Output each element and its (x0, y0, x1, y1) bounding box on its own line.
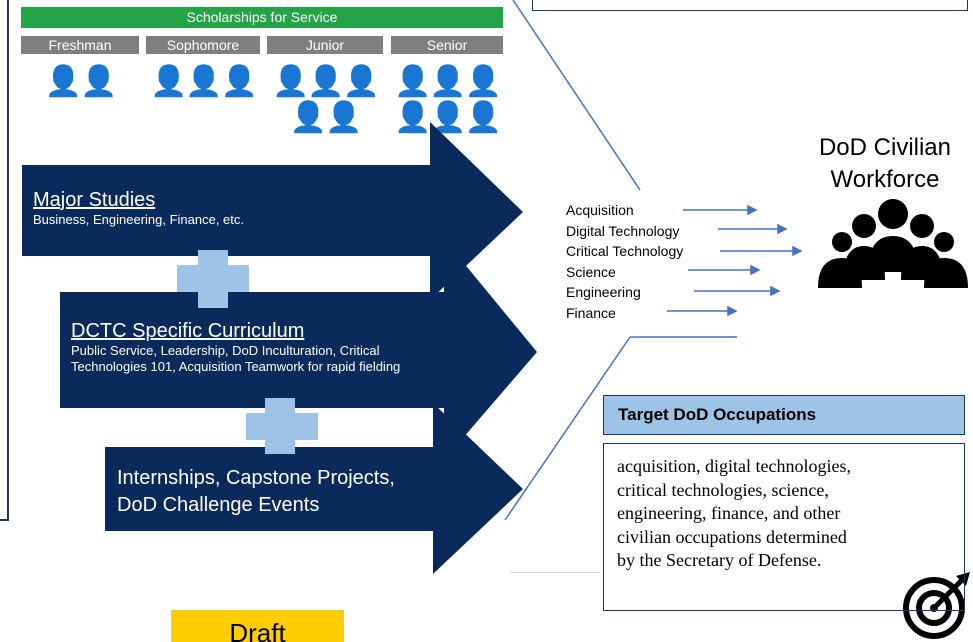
occupation-acquisition: Acquisition (566, 202, 634, 218)
divider-line (510, 572, 600, 573)
dctc-arrow (60, 239, 537, 460)
year-junior: Junior (267, 36, 383, 54)
draft-badge: Draft (171, 610, 344, 642)
sophomore-students-icon: 👤👤👤 (149, 65, 258, 98)
target-occupations-heading: Target DoD Occupations (603, 395, 965, 435)
occupation-digital-technology: Digital Technology (566, 222, 680, 239)
funnel-line-upper (512, 0, 641, 191)
senior-students-icon: 👤👤👤 👤👤👤 (393, 65, 502, 134)
funnel-line-right (533, 12, 645, 190)
target-line-3: engineering, finance, and other (617, 503, 841, 523)
top-text-box-partial (532, 0, 968, 11)
funnel-line-lower (504, 336, 631, 521)
internships-text: Internships, Capstone Projects, DoD Chal… (117, 465, 395, 519)
occupation-finance: Finance (566, 304, 616, 321)
target-icon (903, 572, 970, 639)
people-group-icon (818, 199, 968, 288)
plus-icon-1 (177, 250, 249, 308)
target-line-4: civilian occupations determined (617, 526, 847, 547)
major-studies-text: Major Studies Business, Engineering, Fin… (33, 189, 244, 228)
year-sophomore: Sophomore (146, 36, 260, 54)
target-line-5: by the Secretary of Defense. (617, 550, 822, 570)
dctc-subtitle-line2: Technologies 101, Acquisition Teamwork f… (71, 359, 401, 374)
major-studies-title: Major Studies (33, 189, 156, 211)
junior-students-icon: 👤👤👤 👤👤 (271, 65, 380, 134)
target-line-2: critical technologies, science, (617, 479, 829, 500)
dctc-title: DCTC Specific Curriculum (71, 320, 305, 342)
plus-icon-2 (246, 398, 318, 454)
target-line-1: acquisition, digital technologies, (617, 456, 851, 476)
dctc-subtitle-line1: Public Service, Leadership, DoD Incultur… (71, 343, 380, 358)
occupation-science: Science (566, 263, 616, 280)
major-studies-subtitle: Business, Engineering, Finance, etc. (33, 212, 245, 227)
workforce-line1: DoD Civilian (818, 134, 952, 161)
internships-arrow (105, 403, 523, 574)
dctc-text: DCTC Specific Curriculum Public Service,… (71, 320, 400, 375)
workforce-label: DoD Civilian Workforce (797, 132, 973, 196)
internships-line1: Internships, Capstone Projects, (117, 467, 395, 489)
funnel-line-top-right (640, 13, 733, 190)
internships-line2: DoD Challenge Events (117, 494, 320, 516)
occupations-list: Acquisition Digital Technology Critical … (566, 200, 683, 323)
left-frame-line (7, 0, 9, 520)
major-studies-arrow (22, 122, 523, 300)
workforce-line2: Workforce (830, 166, 940, 193)
freshman-students-icon: 👤👤 (44, 65, 118, 98)
year-senior: Senior (391, 36, 503, 54)
left-frame-bottom (0, 519, 9, 521)
occupation-engineering: Engineering (566, 284, 641, 300)
scholarships-banner: Scholarships for Service (21, 7, 503, 28)
target-occupations-body: acquisition, digital technologies, criti… (603, 443, 965, 611)
year-freshman: Freshman (21, 36, 139, 54)
occupation-critical-technology: Critical Technology (566, 243, 684, 259)
